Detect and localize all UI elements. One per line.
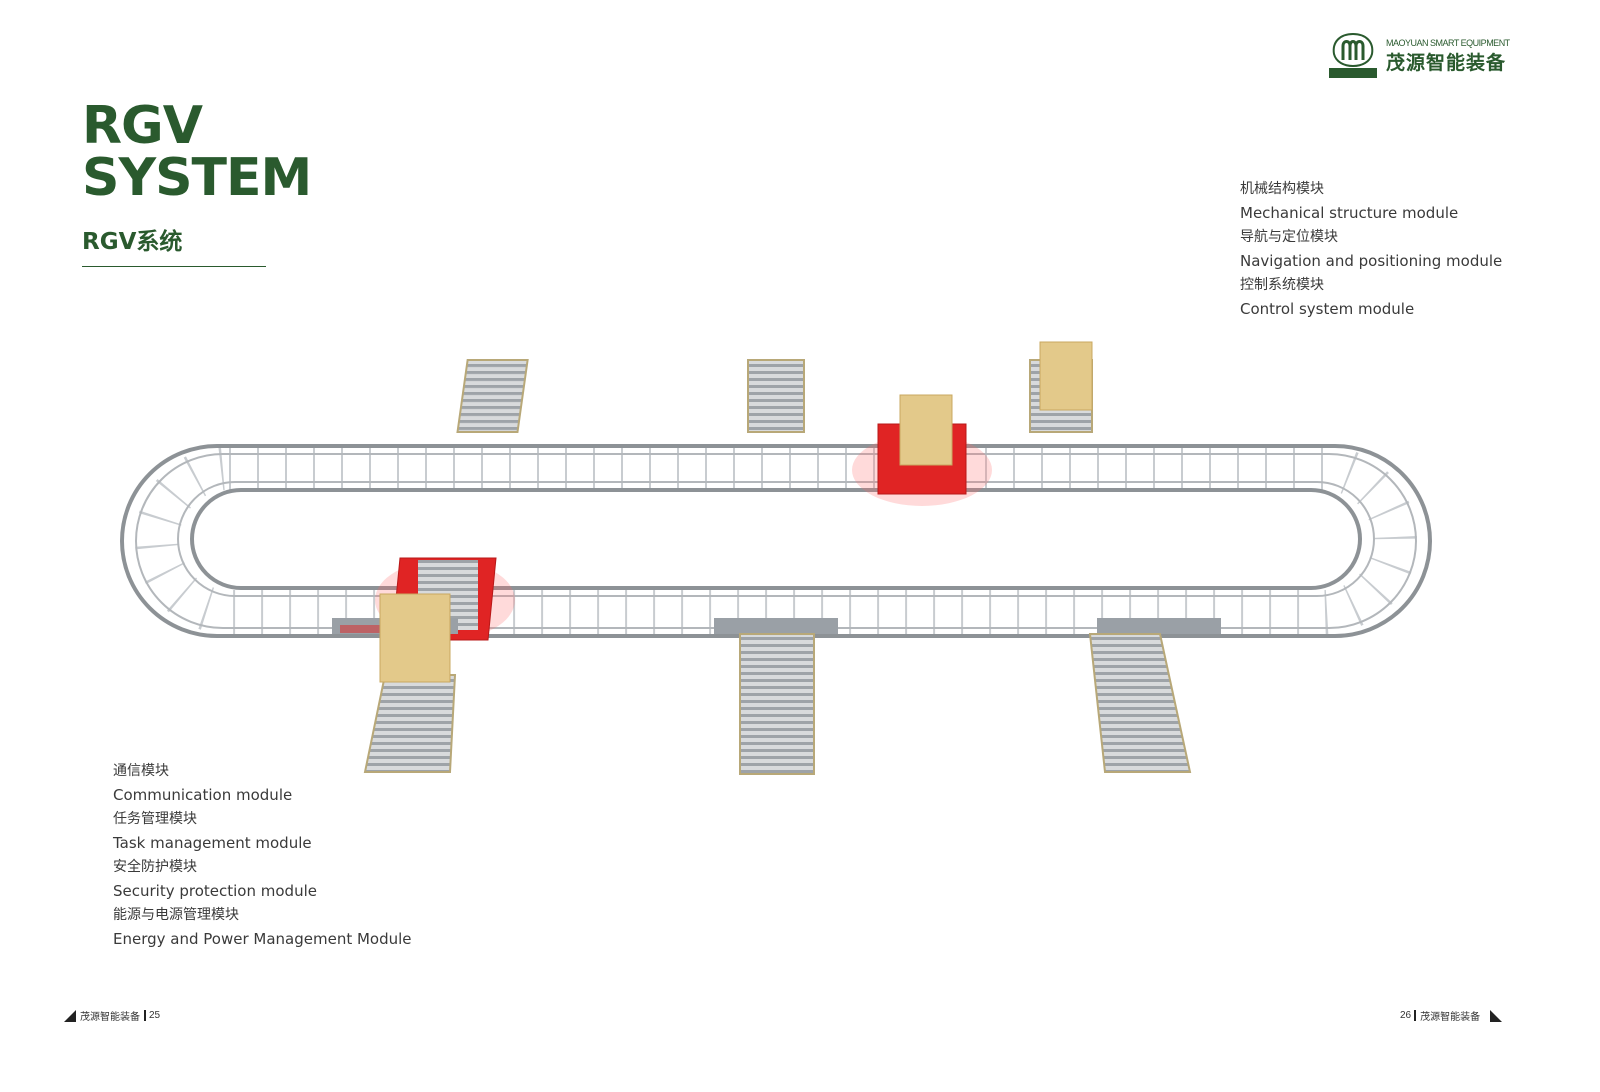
conveyor-station: [332, 593, 458, 773]
footer-brand: 茂源智能装备: [1420, 1012, 1481, 1023]
footer-brand: 茂源智能装备: [80, 1012, 140, 1023]
corner-triangle-icon: [1490, 1009, 1503, 1022]
cargo-box: [1039, 341, 1093, 411]
footer-right: 26 茂源智能装备: [1400, 1008, 1503, 1023]
rgv-cart: [852, 394, 992, 506]
conveyor-station: [714, 618, 838, 775]
page-subtitle: RGV系统: [82, 229, 183, 255]
page-number: 26: [1400, 1010, 1417, 1021]
footer-left: 茂源智能装备 25: [64, 1008, 160, 1023]
page-number: 25: [144, 1010, 160, 1021]
conveyor-station: [1088, 618, 1221, 773]
maoyuan-logo-icon: [1329, 32, 1377, 78]
conveyor-station: [456, 359, 529, 433]
title-line-1: RGV: [82, 96, 203, 156]
rgv-loop-track: [120, 444, 1432, 638]
title-divider: [82, 266, 266, 267]
logo-chinese: 茂源智能装备: [1386, 52, 1507, 74]
title-line-2: SYSTEM: [82, 148, 312, 208]
page-title: RGV SYSTEM: [82, 96, 312, 208]
logo-english: MAOYUAN SMART EQUIPMENT: [1386, 37, 1510, 48]
conveyor-station: [747, 359, 805, 433]
conveyor-station: [1029, 341, 1093, 433]
cargo-box: [899, 394, 953, 466]
corner-triangle-icon: [64, 1009, 76, 1022]
brand-logo: MAOYUAN SMART EQUIPMENT 茂源智能装备: [1328, 32, 1510, 80]
cargo-box: [379, 593, 451, 683]
